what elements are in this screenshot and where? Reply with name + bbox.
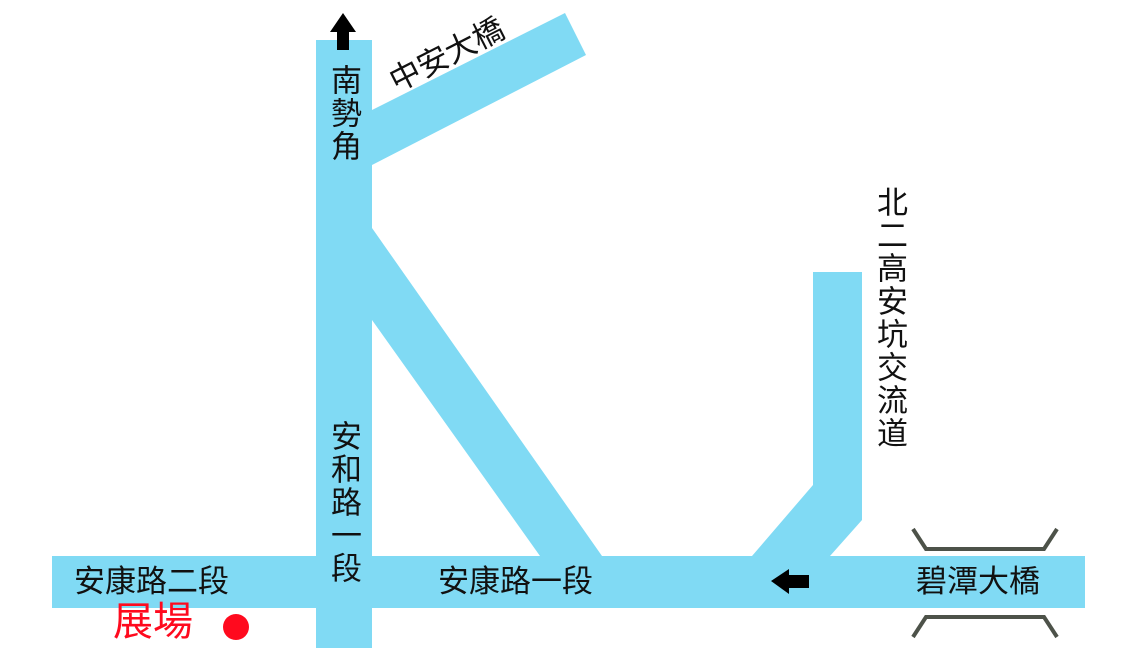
beierga-ramp-road [752, 272, 862, 556]
bitan-bridge-marks [911, 527, 1059, 639]
label-ankang-road-sec1: 安康路一段 [438, 564, 593, 600]
label-ankang-road-sec2: 安康路二段 [74, 564, 229, 600]
label-beierga-interchange: 北二高安坑交流道 [871, 186, 907, 450]
arrow-left-icon [771, 569, 809, 594]
zhongan-bridge-road [372, 13, 586, 165]
anhe-road [316, 40, 372, 648]
venue-label: 展場 [113, 599, 193, 645]
diagonal-connector-road [372, 228, 602, 556]
red-dot-icon [223, 614, 249, 640]
label-bitan-bridge: 碧潭大橋 [916, 564, 1040, 600]
label-nanshi-jiao: 南勢角 [325, 64, 361, 163]
label-anhe-road-sec1: 安和路一段 [325, 420, 361, 585]
ankang-road [52, 556, 1085, 608]
arrow-up-icon [330, 13, 356, 50]
